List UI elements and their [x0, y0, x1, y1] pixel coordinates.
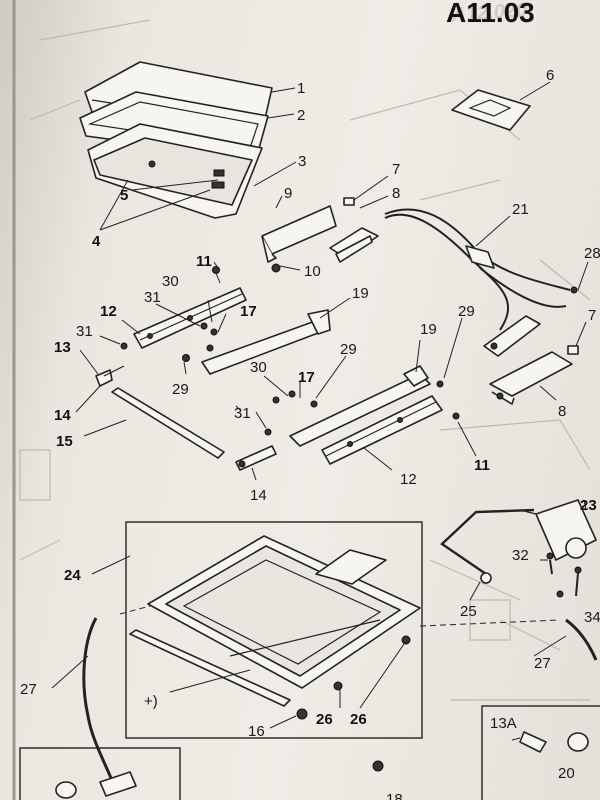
callout-26-left: 26 [316, 711, 333, 728]
frame-assembly-box [125, 521, 423, 739]
guide-rail-right [321, 395, 443, 465]
callout-19-right: 19 [420, 321, 437, 338]
link-14-left [95, 365, 125, 387]
callout-29-left: 29 [172, 381, 189, 398]
slide-bracket-9 [261, 197, 355, 273]
callout-16: 16 [248, 723, 265, 740]
rail-bracket-19-left [201, 309, 331, 375]
callout-32: 32 [512, 547, 529, 564]
drive-unit-left [329, 227, 379, 263]
callout-10: 10 [304, 263, 321, 280]
sunroof-frame-24 [147, 535, 421, 691]
screw-32 [546, 552, 554, 575]
callout-plus: +) [144, 693, 158, 710]
callout-17-left: 17 [240, 303, 257, 320]
callout-2: 2 [297, 107, 305, 124]
drive-unit-right-upper [483, 315, 541, 357]
callout-24: 24 [64, 567, 81, 584]
callout-21: 21 [512, 201, 529, 218]
motor-23 [519, 499, 597, 561]
callout-31-top: 31 [144, 289, 161, 306]
bolts [120, 266, 578, 436]
callout-6: 6 [546, 67, 554, 84]
callout-30-right: 30 [250, 359, 267, 376]
callout-8-right: 8 [558, 403, 566, 420]
callout-12-left: 12 [100, 303, 117, 320]
callout-17-right: 17 [298, 369, 315, 386]
background-ghost-print [19, 19, 591, 701]
frame-bolt-16 [296, 708, 308, 720]
callout-11-right: 11 [474, 457, 490, 474]
callout-30-left: 30 [162, 273, 179, 290]
callout-27-right: 27 [534, 655, 551, 672]
shade-bracket [451, 89, 531, 131]
rail-bracket-19-right [289, 365, 431, 447]
callout-19-left: 19 [352, 285, 369, 302]
weatherstrip-27-left [82, 617, 118, 791]
weatherstrip-27-right [565, 618, 598, 661]
callout-14-left: 14 [54, 407, 71, 424]
callout-28: 28 [584, 245, 600, 262]
callout-3: 3 [298, 153, 306, 170]
callout-15: 15 [56, 433, 73, 450]
callout-26-right: 26 [350, 711, 367, 728]
glass-panel-stack [79, 61, 273, 219]
connection-lines [119, 605, 561, 627]
link-14-right [235, 445, 277, 471]
deflector-strip-plus [129, 629, 291, 707]
screw-34 [556, 566, 582, 598]
callout-1: 1 [297, 80, 305, 97]
callout-labels: 1 2 3 4 5 6 7 7 8 8 9 10 11 11 12 12 13 … [20, 67, 600, 800]
leader-lines [51, 81, 589, 741]
deflector-strip-15 [111, 387, 225, 459]
callout-29-right: 29 [458, 303, 475, 320]
callout-12-right: 12 [400, 471, 417, 488]
guide-rail-left [133, 287, 247, 349]
callout-25: 25 [460, 603, 477, 620]
callout-34: 34 [584, 609, 600, 626]
callout-5: 5 [120, 187, 128, 204]
callout-27-left: 27 [20, 681, 37, 698]
inset-box-bottom-right [481, 705, 600, 800]
callout-11-left: 11 [196, 253, 212, 270]
callout-20: 20 [558, 765, 575, 782]
callout-31-right: 31 [234, 405, 251, 422]
callout-9: 9 [284, 185, 292, 202]
callout-4: 4 [92, 233, 101, 250]
callout-23: 23 [580, 497, 597, 514]
drain-hose-25 [440, 508, 535, 584]
callout-29-mid: 29 [340, 341, 357, 358]
callout-7-right: 7 [588, 307, 596, 324]
diagram-code: A11.03 [446, 0, 535, 28]
drive-cable-21 [384, 208, 571, 331]
drive-unit-right [489, 345, 579, 405]
callout-7-top: 7 [392, 161, 400, 178]
callout-14-right: 14 [250, 487, 267, 504]
callout-13a: 13A [490, 715, 517, 732]
clip-18 [372, 760, 384, 772]
callout-31-left: 31 [76, 323, 93, 340]
callout-13: 13 [54, 339, 71, 356]
callout-8-top: 8 [392, 185, 400, 202]
callout-18: 18 [386, 791, 403, 800]
inset-box-bottom-left [19, 747, 181, 800]
